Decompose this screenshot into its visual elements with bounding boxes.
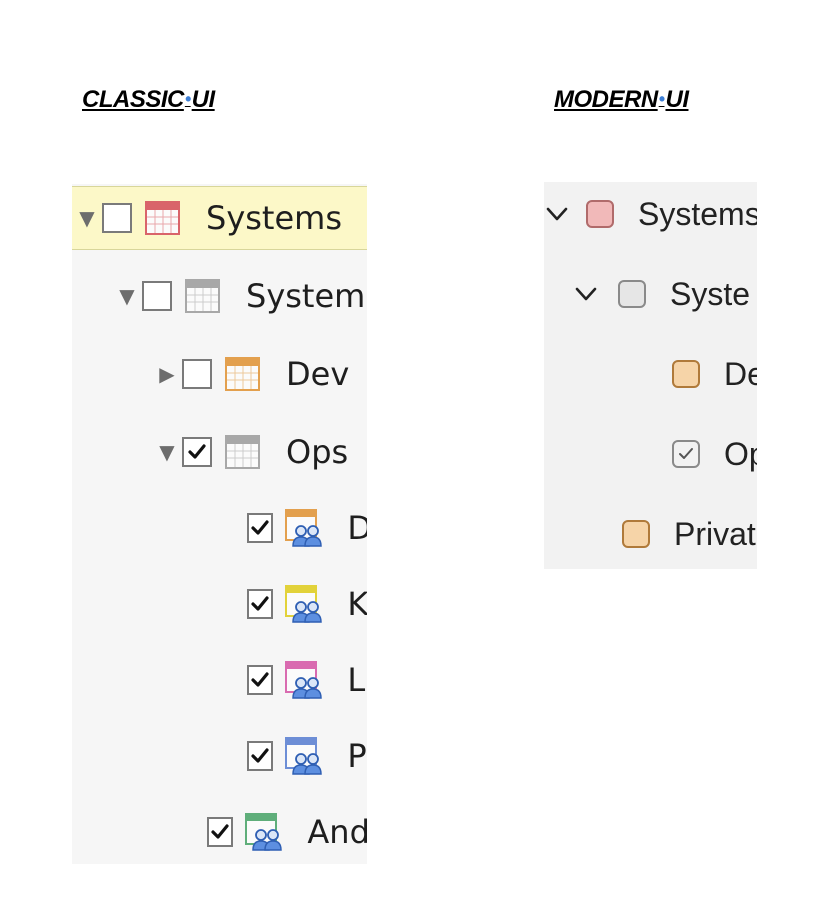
classic-tree-row[interactable]: ▼ Systems [72, 186, 367, 250]
chevron-down-icon[interactable] [570, 278, 602, 310]
group-icon [285, 737, 323, 775]
modern-ui-heading: MODERN•UI [554, 86, 689, 114]
row-checkbox[interactable] [247, 741, 274, 771]
modern-heading-part2: UI [665, 86, 689, 113]
color-swatch-checkbox[interactable] [586, 200, 614, 228]
row-checkbox[interactable] [247, 513, 274, 543]
heading-separator-dot: • [184, 88, 191, 109]
color-swatch-checkbox[interactable] [672, 360, 700, 388]
group-icon [245, 813, 283, 851]
calendar-icon [144, 199, 182, 237]
row-label: Op [724, 435, 757, 472]
modern-tree-row[interactable]: Syste [544, 262, 757, 326]
row-label: La [347, 661, 367, 699]
classic-tree-row[interactable]: ▼K [72, 572, 367, 636]
row-label: K [347, 585, 367, 623]
row-label: And [307, 813, 367, 851]
heading-separator-dot: • [658, 88, 665, 109]
row-label: Dev [286, 355, 350, 393]
classic-tree-row[interactable]: ▼ Ops [72, 420, 367, 484]
row-label: D [347, 509, 367, 547]
group-icon [285, 661, 323, 699]
row-label: Ops [286, 433, 349, 471]
classic-tree-row[interactable]: ▼ System [72, 264, 367, 328]
modern-tree-row[interactable]: De [544, 342, 757, 406]
classic-tree-panel: ▼ Systems ▼ System ▶ Dev ▼ Ops ▼D ▼K ▼La ▼Pr ▼And [72, 184, 367, 864]
collapse-triangle-icon[interactable]: ▼ [159, 440, 175, 464]
row-checkbox[interactable] [142, 281, 172, 311]
row-label: De [724, 355, 757, 392]
row-checkbox[interactable] [247, 589, 274, 619]
expand-triangle-icon[interactable]: ▶ [159, 362, 175, 386]
row-label: Syste [670, 275, 751, 312]
classic-tree-row[interactable]: ▼La [72, 648, 367, 712]
group-icon [285, 585, 323, 623]
row-checkbox[interactable] [102, 203, 132, 233]
collapse-triangle-icon[interactable]: ▼ [79, 206, 95, 230]
calendar-icon [184, 277, 222, 315]
row-label: Pr [347, 737, 367, 775]
row-checkbox[interactable] [207, 817, 234, 847]
row-label: Systems [638, 195, 757, 232]
modern-tree-row[interactable]: Systems [544, 182, 757, 246]
calendar-icon [224, 355, 262, 393]
row-checkbox[interactable] [182, 437, 212, 467]
modern-tree-panel: SystemsSysteDeOpPrivat [544, 182, 757, 569]
row-checkbox[interactable] [182, 359, 212, 389]
color-swatch-checkbox[interactable] [618, 280, 646, 308]
classic-tree-row[interactable]: ▼D [72, 496, 367, 560]
classic-tree-row[interactable]: ▶ Dev [72, 342, 367, 406]
group-icon [285, 509, 323, 547]
classic-heading-part2: UI [191, 86, 216, 113]
modern-heading-part1: MODERN [554, 86, 658, 113]
collapse-triangle-icon[interactable]: ▼ [119, 284, 135, 308]
chevron-down-icon[interactable] [544, 198, 570, 230]
classic-tree-row[interactable]: ▼And [72, 800, 367, 864]
row-label: System [246, 277, 366, 315]
row-label: Systems [206, 199, 342, 237]
classic-tree-row[interactable]: ▼Pr [72, 724, 367, 788]
modern-tree-row[interactable]: Privat [544, 502, 757, 566]
calendar-icon [224, 433, 262, 471]
classic-ui-heading: CLASSIC•UI [82, 86, 215, 114]
classic-heading-part1: CLASSIC [82, 86, 184, 113]
color-swatch-checkbox[interactable] [622, 520, 650, 548]
row-checkbox[interactable] [672, 440, 700, 468]
modern-tree-row[interactable]: Op [544, 422, 757, 486]
row-label: Privat [674, 515, 756, 552]
row-checkbox[interactable] [247, 665, 274, 695]
